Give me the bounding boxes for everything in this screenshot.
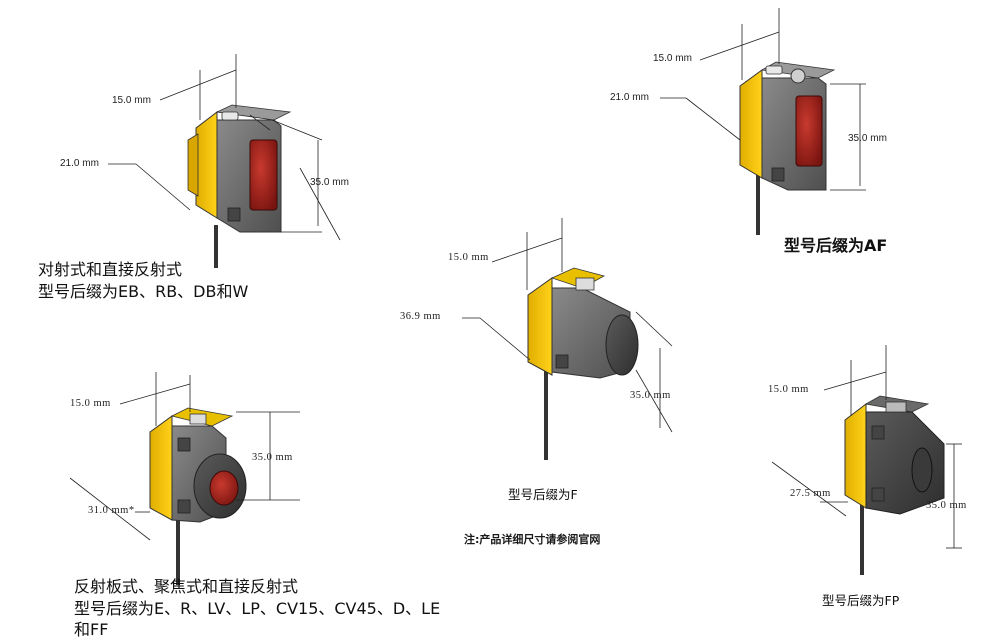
- sensor-f-drawing: [462, 218, 673, 460]
- sensor-fp-drawing: [771, 345, 962, 575]
- f-height-label: 35.0 mm: [630, 390, 671, 401]
- fp-depth-label: 27.5 mm: [790, 488, 831, 499]
- eb-caption-line-1: 对射式和直接反射式: [38, 260, 183, 279]
- eb-depth-label: 21.0 mm: [60, 158, 99, 169]
- af-depth-label: 21.0 mm: [610, 92, 649, 103]
- f-caption: 型号后缀为F: [508, 487, 578, 502]
- af-height-label: 35.0 mm: [848, 133, 887, 144]
- e-depth-label: 31.0 mm*: [88, 505, 135, 516]
- sensor-eb-drawing: [108, 54, 341, 268]
- footnote: 注:产品详细尺寸请参阅官网: [464, 533, 601, 546]
- eb-caption-line-2: 型号后缀为EB、RB、DB和W: [38, 282, 249, 301]
- fp-caption: 型号后缀为FP: [822, 593, 900, 608]
- e-width-label: 15.0 mm: [70, 398, 111, 409]
- af-width-label: 15.0 mm: [653, 53, 692, 64]
- f-depth-label: 36.9 mm: [400, 311, 441, 322]
- e-caption-line-1: 反射板式、聚焦式和直接反射式: [74, 577, 299, 596]
- fp-width-label: 15.0 mm: [768, 384, 809, 395]
- e-height-label: 35.0 mm: [252, 452, 293, 463]
- eb-width-label: 15.0 mm: [112, 95, 151, 106]
- sensor-e-drawing: [69, 372, 300, 585]
- sensor-af-drawing: [660, 8, 866, 235]
- e-caption-line-2: 型号后缀为E、R、LV、LP、CV15、CV45、D、LE: [74, 599, 441, 618]
- eb-height-label: 35.0 mm: [310, 177, 349, 188]
- af-caption: 型号后缀为AF: [784, 236, 888, 255]
- e-caption-line-3: 和FF: [74, 620, 109, 639]
- f-width-label: 15.0 mm: [448, 252, 489, 263]
- fp-height-label: 35.0 mm: [926, 500, 967, 511]
